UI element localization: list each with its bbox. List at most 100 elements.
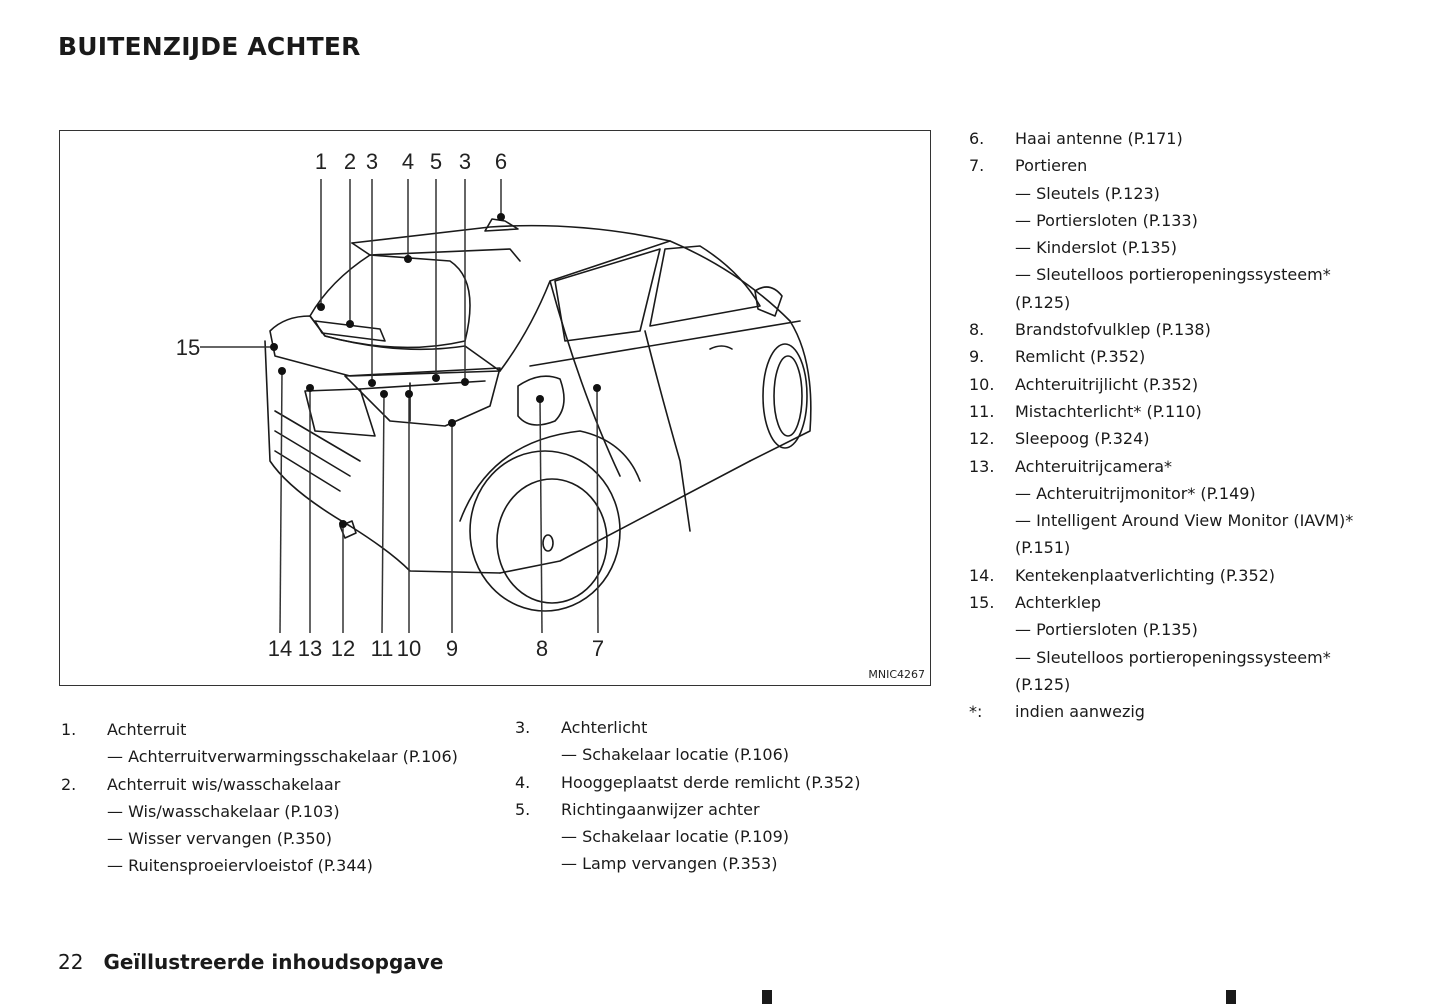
legend-item: 11.Mistachterlicht* (P.110) <box>969 398 1353 425</box>
legend-item-label: Portieren <box>1015 156 1088 176</box>
legend-item: 8. Brandstofvulklep (P.138) <box>969 316 1353 343</box>
front-wheel <box>762 343 808 449</box>
front-hub <box>773 355 803 437</box>
leader-line <box>381 393 385 634</box>
legend-item: 10. Achteruitrijlicht (P.352) <box>969 371 1353 398</box>
legend-item-number: 5. <box>515 799 531 819</box>
legend-item-label: Remlicht (P.352) <box>1015 347 1146 367</box>
legend-subitem: — Achterruitverwarmingsschakelaar (P.106… <box>107 747 458 767</box>
side-panel <box>499 240 671 477</box>
section-title: Geïllustreerde inhoudsopgave <box>103 950 444 974</box>
legend-item: 4.Hooggeplaatst derde remlicht (P.352) <box>515 769 860 796</box>
legend-subitem: — Wisser vervangen (P.350) <box>107 829 332 849</box>
crop-mark <box>762 990 772 1004</box>
legend-item-label: Achterruit <box>107 720 187 739</box>
legend-item-number: *: <box>969 702 983 722</box>
legend-item-number: 14. <box>969 565 995 585</box>
legend-item-number: 7. <box>969 156 985 176</box>
legend-subitem: — Intelligent Around View Monitor (IAVM)… <box>1015 511 1354 531</box>
front-door-window <box>649 245 761 327</box>
callout-dot <box>278 367 286 375</box>
legend-column-1: 1.Achterruit— Achterruitverwarmingsschak… <box>61 716 458 880</box>
legend-item: 14. Kentekenplaatverlichting (P.352) <box>969 562 1353 589</box>
callout-dot <box>306 384 314 392</box>
callout-dot <box>404 255 412 263</box>
legend-item-number: 13. <box>969 456 995 476</box>
legend-subitem: — Sleutelloos portieropeningssysteem* <box>1015 265 1331 285</box>
legend-subitem: — Schakelaar locatie (P.106) <box>561 745 789 765</box>
legend-subitem: — Achteruitrijmonitor* (P.149) <box>1015 483 1256 503</box>
callout-dot <box>405 390 413 398</box>
legend-item: 5.Richtingaanwijzer achter <box>515 796 860 823</box>
legend-subitem: — Lamp vervangen (P.353) <box>561 854 778 874</box>
legend-item-label: Haai antenne (P.171) <box>1015 129 1183 148</box>
callout-number: 9 <box>446 636 458 661</box>
callout-number: 3 <box>459 149 471 174</box>
legend-item-label: Brandstofvulklep (P.138) <box>1015 320 1211 340</box>
tail-light <box>344 367 501 427</box>
legend-item: 12.Sleepoog (P.324) <box>969 425 1353 452</box>
rear-wheel <box>469 450 621 612</box>
callout-number: 14 <box>268 636 292 661</box>
callout-number: 8 <box>536 636 548 661</box>
legend-subitem: — Portiersloten (P.133) <box>1015 210 1198 230</box>
callout-dot <box>593 384 601 392</box>
legend-item: 3. Achterlicht <box>515 714 860 741</box>
legend-item-number: 6. <box>969 129 985 148</box>
leader-line <box>596 387 599 634</box>
legend-item-label: Achterlicht <box>561 718 648 737</box>
callout-number: 5 <box>430 149 442 174</box>
legend-item-number: 2. <box>61 774 77 794</box>
fuel-door <box>517 375 565 426</box>
callout-number: 7 <box>592 636 604 661</box>
callout-dot <box>448 419 456 427</box>
license-recess <box>304 388 376 437</box>
legend-continuation: (P.151) <box>1015 538 1071 558</box>
page-title: BUITENZIJDE ACHTER <box>58 32 361 61</box>
legend-subitem: — Sleutels (P.123) <box>1015 183 1160 203</box>
legend-item: 9.Remlicht (P.352) <box>969 343 1353 370</box>
callout-dot <box>339 520 347 528</box>
legend-subitem: — Schakelaar locatie (P.109) <box>561 827 789 847</box>
callout-number: 4 <box>402 149 414 174</box>
legend-item: 6. Haai antenne (P.171) <box>969 125 1353 152</box>
legend-item-number: 10. <box>969 374 995 394</box>
legend-subitem: — Sleutelloos portieropeningssysteem* <box>1015 647 1331 667</box>
callout-number: 10 <box>397 636 421 661</box>
legend-item-label: Kentekenplaatverlichting (P.352) <box>1015 565 1276 585</box>
callout-number: 2 <box>344 149 356 174</box>
crop-mark <box>1226 990 1236 1004</box>
leader-line <box>279 370 283 634</box>
rear-window <box>309 254 471 349</box>
legend-item-label: Achteruitrijlicht (P.352) <box>1015 374 1199 394</box>
legend-column-3: 6. Haai antenne (P.171) 7. Portieren — Sleut… <box>969 125 1353 726</box>
legend-item-number: 3. <box>515 718 531 737</box>
legend-item-number: 8. <box>969 320 985 340</box>
figure-code: MNIC4267 <box>868 668 925 681</box>
front-fender <box>749 320 812 462</box>
legend-item-number: 11. <box>969 401 995 421</box>
leader-line <box>539 398 543 634</box>
callout-number: 13 <box>298 636 322 661</box>
legend-item: 2.Achterruit wis/wasschakelaar <box>61 771 458 798</box>
rocker <box>499 460 751 574</box>
callout-dot <box>432 374 440 382</box>
door-line <box>644 330 691 532</box>
callout-number: 1 <box>315 149 327 174</box>
legend-continuation: (P.125) <box>1015 674 1071 694</box>
mirror <box>754 286 783 317</box>
callout-dot <box>380 390 388 398</box>
legend-item-number: 15. <box>969 593 995 613</box>
rear-hub <box>496 478 608 604</box>
callout-number: 6 <box>495 149 507 174</box>
callout-dot <box>536 395 544 403</box>
bumper-lines <box>274 410 361 492</box>
callout-number: 12 <box>331 636 355 661</box>
legend-item-label: Achterklep <box>1015 593 1102 613</box>
belt-line <box>529 320 801 367</box>
callout-dot <box>461 378 469 386</box>
rear-hub-cap <box>542 534 554 552</box>
legend-item-label: Hooggeplaatst derde remlicht (P.352) <box>561 772 861 792</box>
